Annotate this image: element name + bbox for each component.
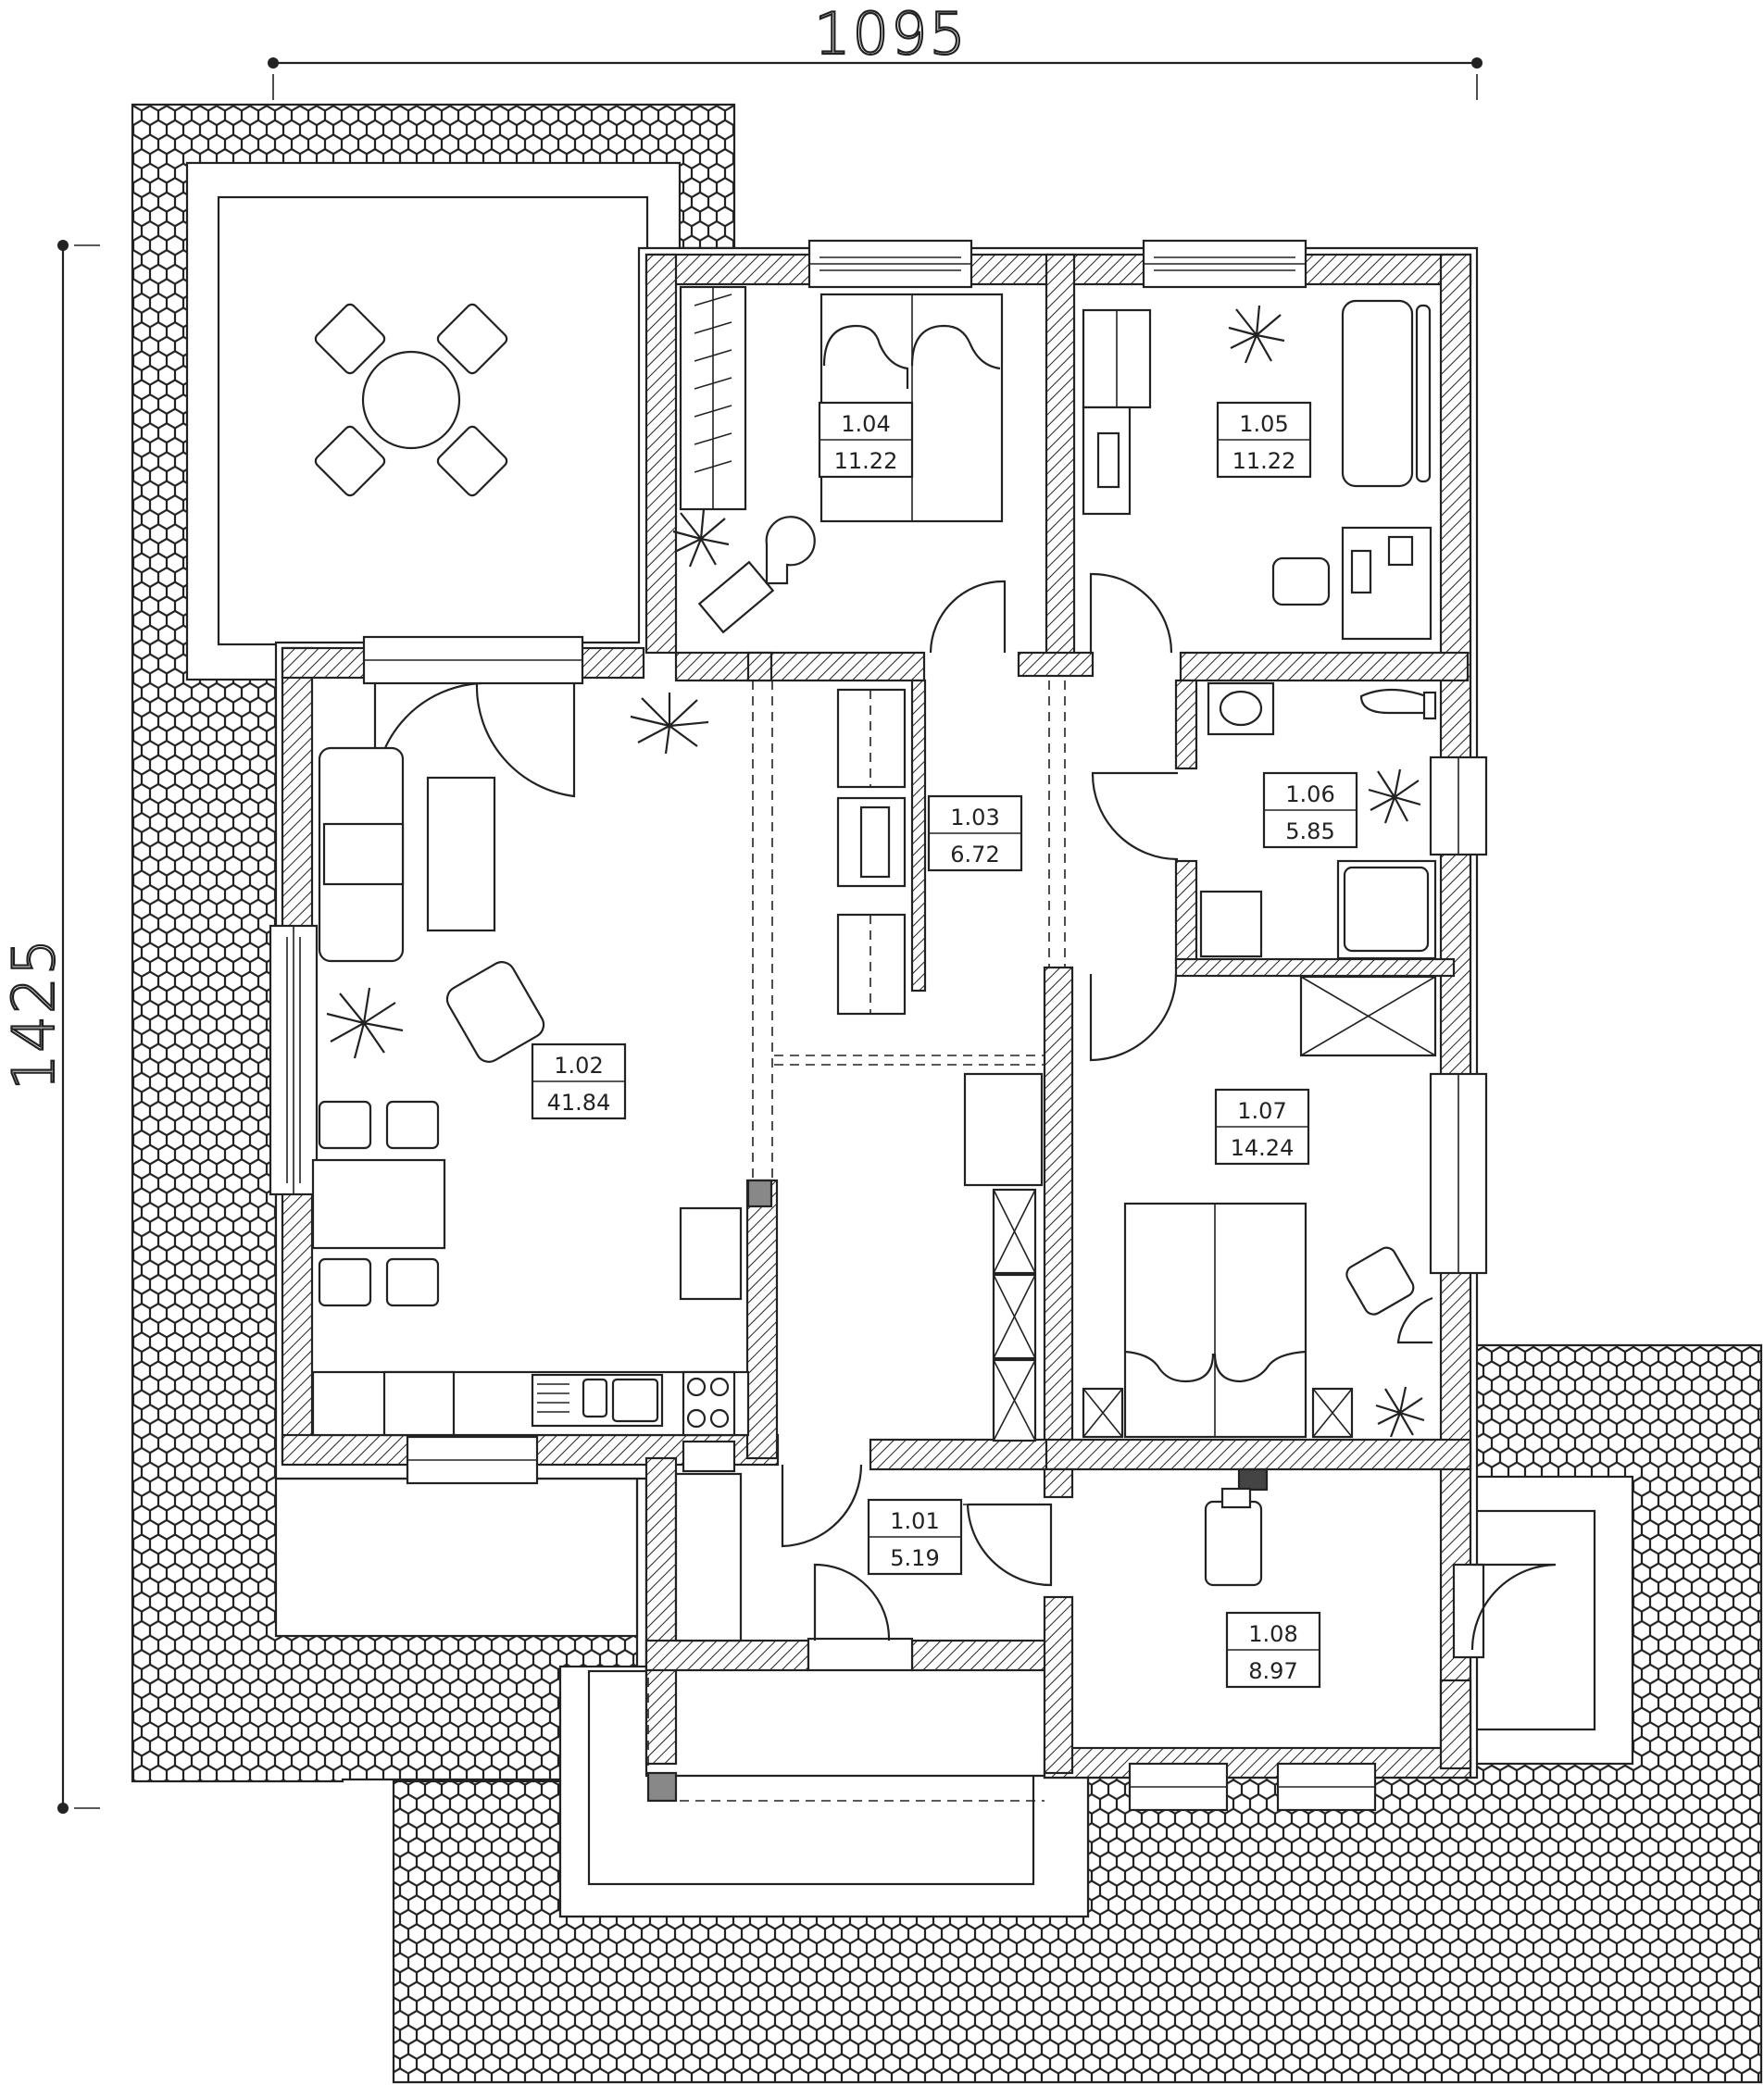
room-label-1-04: 1.04 11.22 <box>818 401 914 479</box>
room-area: 5.19 <box>890 1545 939 1571</box>
dimension-left: 1425 <box>0 240 100 1814</box>
height-dimension-label: 1425 <box>0 937 68 1091</box>
room-id: 1.07 <box>1237 1098 1286 1124</box>
room-label-1-08: 1.08 8.97 <box>1225 1611 1321 1689</box>
room-label-1-01: 1.01 5.19 <box>867 1498 963 1576</box>
room-id: 1.04 <box>841 411 890 437</box>
room-area: 5.85 <box>1285 818 1334 844</box>
room-label-1-05: 1.05 11.22 <box>1216 401 1312 479</box>
room-id: 1.06 <box>1285 781 1334 807</box>
room-id: 1.01 <box>890 1508 939 1534</box>
room-id: 1.02 <box>554 1053 603 1079</box>
paving <box>131 103 1763 2084</box>
width-dimension-label: 1095 <box>814 0 968 68</box>
room-area: 14.24 <box>1231 1135 1295 1161</box>
room-label-1-03: 1.03 6.72 <box>927 794 1023 872</box>
room-label-1-07: 1.07 14.24 <box>1214 1088 1310 1166</box>
plants <box>326 305 1425 1438</box>
room-area: 11.22 <box>834 448 898 474</box>
room-label-1-06: 1.06 5.85 <box>1262 771 1358 849</box>
room-id: 1.03 <box>950 805 999 830</box>
corridor-lines <box>647 680 1066 1802</box>
room-area: 41.84 <box>547 1090 611 1116</box>
windows <box>269 239 1488 1812</box>
room-area: 8.97 <box>1248 1658 1297 1684</box>
room-id: 1.05 <box>1239 411 1288 437</box>
room-area: 11.22 <box>1232 448 1296 474</box>
room-id: 1.08 <box>1248 1621 1297 1647</box>
doors <box>373 572 1557 1651</box>
furniture <box>311 285 1437 1642</box>
room-area: 6.72 <box>950 842 999 868</box>
garden-table-set <box>314 303 508 497</box>
room-label-1-02: 1.02 41.84 <box>531 1042 627 1120</box>
dimension-top: 1095 <box>268 0 1483 100</box>
